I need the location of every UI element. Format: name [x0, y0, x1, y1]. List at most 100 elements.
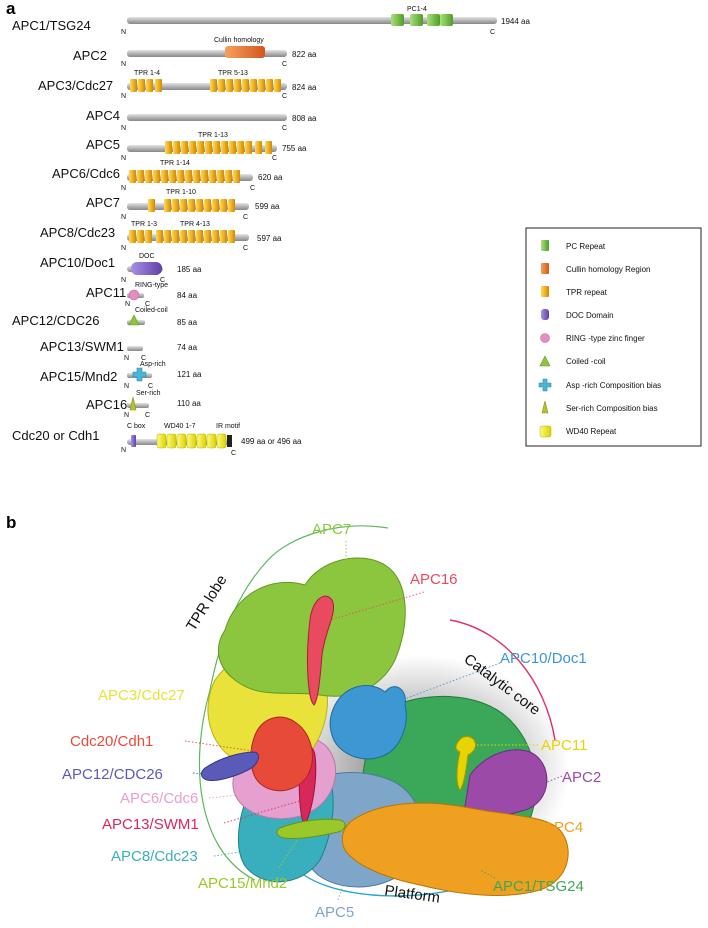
protein-name: APC4 [86, 108, 120, 123]
legend-item: DOC Domain [541, 309, 614, 320]
subunit-apc10 [329, 685, 407, 760]
tpr-repeat [155, 79, 162, 92]
coiled-coil-icon [539, 355, 551, 367]
panel-b-label: b [6, 513, 16, 532]
leader-apc4 [534, 821, 549, 836]
domain-label: TPR 1-13 [198, 132, 228, 139]
protein-row-apc11: APC11 RING-type N C 84 aa [86, 282, 198, 308]
legend-label: WD40 Repeat [566, 427, 617, 436]
protein-length: 824 aa [292, 83, 317, 92]
protein-length: 84 aa [177, 291, 198, 300]
domain-label: C box [127, 423, 146, 430]
tpr-repeat [220, 230, 227, 243]
wd40-repeat [196, 433, 207, 449]
wd40-icon [539, 425, 552, 438]
tpr-repeat [212, 199, 219, 212]
c-terminus: C [160, 277, 165, 284]
legend-label: TPR repeat [566, 288, 608, 297]
tpr-repeat [185, 170, 192, 183]
c-terminus: C [148, 383, 153, 390]
domain-label: WD40 1-7 [164, 423, 196, 430]
label-apc16: APC16 [410, 571, 458, 588]
n-terminus: N [121, 155, 126, 162]
panel-a-label: a [6, 0, 16, 18]
protein-row-apc12: APC12/CDC26 Coiled-coil 85 aa [12, 307, 198, 328]
tpr-repeat [218, 79, 225, 92]
tpr-repeat [197, 141, 204, 154]
protein-row-apc15: APC15/Mnd2 Asp-rich N C 121 aa [40, 361, 202, 390]
tpr-repeat [130, 79, 137, 92]
tpr-repeat [204, 230, 211, 243]
tpr-repeat [234, 79, 241, 92]
label-apc4: APC4 [544, 819, 583, 836]
tpr-repeat [180, 199, 187, 212]
leader-apc16 [329, 591, 425, 621]
n-terminus: N [124, 355, 129, 362]
tpr-repeat [129, 230, 136, 243]
protein-row-apc2: APC2 Cullin homology N C 822 aa [73, 37, 317, 68]
protein-bar [127, 17, 497, 24]
protein-name: APC10/Doc1 [40, 255, 115, 270]
wd40-repeat [166, 433, 177, 449]
tpr-group [129, 230, 235, 243]
protein-name: APC3/Cdc27 [38, 78, 113, 93]
tpr-repeat [226, 79, 233, 92]
domain-label: RING-type [135, 282, 168, 289]
tpr-repeat [137, 230, 144, 243]
protein-name: Cdc20 or Cdh1 [12, 428, 99, 443]
domain-label: TPR 1-14 [160, 160, 190, 167]
tpr-repeat [138, 79, 145, 92]
tpr-repeat [229, 141, 236, 154]
wd40-group [156, 433, 227, 449]
protein-bar [127, 403, 149, 408]
tpr-repeat [210, 79, 217, 92]
tpr-repeat [274, 79, 281, 92]
c-box-motif [131, 435, 136, 447]
protein-row-apc16: APC16 Ser-rich N C 110 aa [86, 390, 201, 419]
protein-length: 597 aa [257, 234, 282, 243]
n-terminus: N [121, 93, 126, 100]
legend-item: Coiled -coil [539, 355, 606, 367]
protein-name: APC12/CDC26 [12, 313, 99, 328]
domain-label: Ser-rich [136, 390, 161, 397]
legend-label: PC Repeat [566, 242, 606, 251]
protein-row-apc8: APC8/Cdc23 TPR 1-3 TPR 4-13 N C 597 aa [40, 221, 282, 252]
label-apc10: APC10/Doc1 [500, 650, 587, 667]
tpr-repeat [205, 141, 212, 154]
ir-motif [227, 435, 232, 447]
protein-name: APC13/SWM1 [40, 339, 124, 354]
ser-rich-icon [541, 400, 549, 414]
protein-row-apc3: APC3/Cdc27 TPR 1-4 TPR 5-13 N C 824 aa [38, 70, 317, 100]
domain-label: IR motif [216, 423, 240, 430]
ring-domain [128, 289, 140, 301]
region-label-tpr-lobe: TPR lobe [183, 572, 231, 634]
protein-name: APC16 [86, 397, 127, 412]
tpr-repeat [169, 170, 176, 183]
protein-length: 121 aa [177, 370, 202, 379]
tpr-repeat [189, 141, 196, 154]
protein-name: APC1/TSG24 [12, 18, 91, 33]
leader-apc3 [244, 692, 263, 696]
c-terminus: C [243, 245, 248, 252]
domain-label: TPR 1-4 [134, 70, 160, 77]
tpr-repeat [196, 230, 203, 243]
domain-label: TPR 4-13 [180, 221, 210, 228]
n-terminus: N [121, 277, 126, 284]
leader-apc6 [208, 794, 239, 799]
n-terminus: N [121, 29, 126, 36]
tpr-repeat [153, 170, 160, 183]
protein-length: 620 aa [258, 173, 283, 182]
legend-label: DOC Domain [566, 311, 614, 320]
protein-bar [127, 114, 287, 121]
tpr-repeat [209, 170, 216, 183]
protein-row-apc5: APC5 TPR 1-13 N C 755 aa [86, 132, 307, 162]
legend-label: Coiled -coil [566, 357, 606, 366]
tpr-repeat [145, 230, 152, 243]
asp-rich-domain [132, 367, 147, 382]
protein-length: 808 aa [292, 114, 317, 123]
apc-complex [201, 557, 569, 896]
domain-label: TPR 5-13 [218, 70, 248, 77]
tpr-repeat [137, 170, 144, 183]
label-cdc20: Cdc20/Cdh1 [70, 733, 153, 750]
legend: PC Repeat Cullin homology Region TPR rep… [525, 227, 702, 447]
